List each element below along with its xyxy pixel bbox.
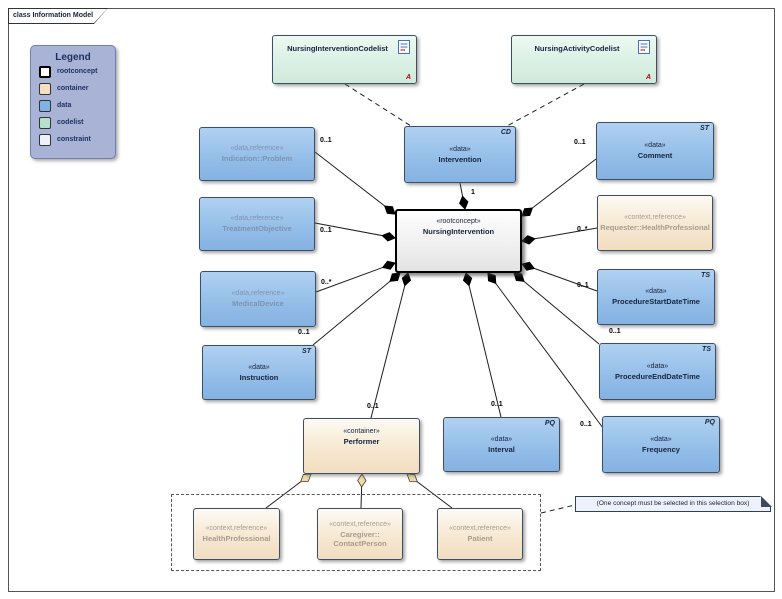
- connector-instruction: [312, 272, 401, 346]
- aggregation-diamond: [406, 473, 418, 483]
- datatype-tag: CD: [500, 129, 511, 136]
- stereotype-letter: A: [645, 74, 651, 81]
- multiplicity-label: 0..1: [320, 227, 332, 234]
- legend: Legend rootconcept container data codeli…: [30, 45, 116, 159]
- composition-diamond: [381, 260, 396, 270]
- aggregation-diamond: [300, 473, 312, 483]
- datatype-tag: TS: [701, 272, 710, 279]
- node-interval[interactable]: PQ «data» Interval: [443, 417, 560, 472]
- connector-interval: [465, 272, 502, 418]
- node-procedure-start-datetime[interactable]: TS «data» ProcedureStartDateTime: [597, 269, 715, 325]
- diagram-tab-label: class Information Model: [9, 9, 107, 23]
- multiplicity-label: 0..1: [491, 401, 503, 408]
- composition-diamond: [381, 232, 396, 242]
- multiplicity-label: 0..1: [580, 421, 592, 428]
- datatype-tag: PQ: [544, 420, 555, 427]
- datatype-tag: ST: [700, 125, 709, 132]
- node-requester-health-professional[interactable]: «context,reference» Requester::HealthPro…: [597, 195, 713, 251]
- selection-box: [171, 494, 541, 571]
- connector-intervention-codelist: [344, 83, 412, 127]
- multiplicity-label: 0..1: [320, 137, 332, 144]
- document-icon: [398, 40, 410, 54]
- node-health-professional[interactable]: «context,reference» HealthProfessional: [193, 508, 280, 560]
- multiplicity-label: 0..1: [367, 403, 379, 410]
- node-treatment-objective[interactable]: «data,reference» TreatmentObjective: [199, 197, 315, 251]
- legend-item-data: data: [31, 97, 115, 114]
- rootconcept-swatch: [39, 65, 51, 78]
- composition-diamond: [487, 272, 497, 285]
- datatype-tag: PQ: [704, 419, 715, 426]
- composition-diamond: [383, 205, 396, 215]
- node-frequency[interactable]: PQ «data» Frequency: [602, 416, 720, 473]
- multiplicity-label: 0..1: [577, 282, 589, 289]
- connector-frequency: [487, 272, 604, 429]
- connector-activity-codelist: [506, 83, 585, 127]
- node-comment[interactable]: ST «data» Comment: [596, 122, 714, 180]
- multiplicity-label: 1: [471, 189, 475, 196]
- data-swatch: [39, 99, 51, 112]
- composition-diamond: [401, 272, 412, 287]
- node-medical-device[interactable]: «data,reference» MedicalDevice: [200, 271, 316, 327]
- datatype-tag: TS: [702, 346, 711, 353]
- node-instruction[interactable]: ST «data» Instruction: [202, 345, 316, 400]
- legend-item-rootconcept: rootconcept: [31, 63, 115, 80]
- node-patient[interactable]: «context,reference» Patient: [437, 508, 523, 560]
- stereotype-letter: A: [405, 74, 411, 81]
- node-caregiver-contactperson[interactable]: «context,reference» Caregiver:: ContactP…: [317, 508, 403, 560]
- connector-indication: [314, 151, 396, 215]
- composition-diamond: [521, 207, 534, 217]
- node-procedure-end-datetime[interactable]: TS «data» ProcedureEndDateTime: [599, 343, 716, 400]
- diagram-frame: [8, 8, 775, 592]
- composition-diamond: [462, 272, 473, 287]
- container-swatch: [39, 82, 51, 95]
- node-nursing-intervention[interactable]: «rootconcept» NursingIntervention: [395, 209, 522, 273]
- legend-title: Legend: [55, 52, 91, 63]
- connector-procedure-end: [513, 272, 600, 345]
- node-indication-problem[interactable]: «data,reference» Indication::Problem: [199, 127, 315, 181]
- composition-diamond: [459, 195, 469, 210]
- constraint-note: (One concept must be selected in this se…: [575, 496, 772, 512]
- connector-medical-device: [315, 262, 396, 293]
- node-performer[interactable]: «container» Performer: [303, 418, 420, 474]
- node-nursing-activity-codelist[interactable]: NursingActivityCodelist A: [511, 35, 657, 84]
- connector-performer: [370, 272, 409, 419]
- multiplicity-label: 0..*: [577, 226, 588, 233]
- legend-item-container: container: [31, 80, 115, 97]
- composition-diamond: [521, 235, 536, 245]
- multiplicity-label: 0..*: [321, 279, 332, 286]
- aggregation-diamond: [357, 473, 367, 488]
- node-intervention[interactable]: CD «data» Intervention: [404, 126, 516, 183]
- codelist-swatch: [39, 116, 51, 129]
- node-nursing-intervention-codelist[interactable]: NursingInterventionCodelist A: [272, 35, 417, 84]
- multiplicity-label: 0..1: [574, 139, 586, 146]
- composition-diamond: [513, 272, 525, 282]
- composition-diamond: [389, 272, 401, 282]
- connector-comment: [521, 158, 597, 217]
- connector-note: [540, 504, 576, 514]
- diagram-tab: class Information Model: [8, 8, 108, 24]
- note-fold-corner: [760, 496, 772, 507]
- composition-diamond: [521, 261, 536, 271]
- multiplicity-label: 0..1: [609, 328, 621, 335]
- document-icon: [638, 40, 650, 54]
- legend-item-constraint: constraint: [31, 131, 115, 148]
- constraint-swatch: [39, 133, 51, 146]
- datatype-tag: ST: [302, 348, 311, 355]
- legend-item-codelist: codelist: [31, 114, 115, 131]
- multiplicity-label: 0..1: [298, 329, 310, 336]
